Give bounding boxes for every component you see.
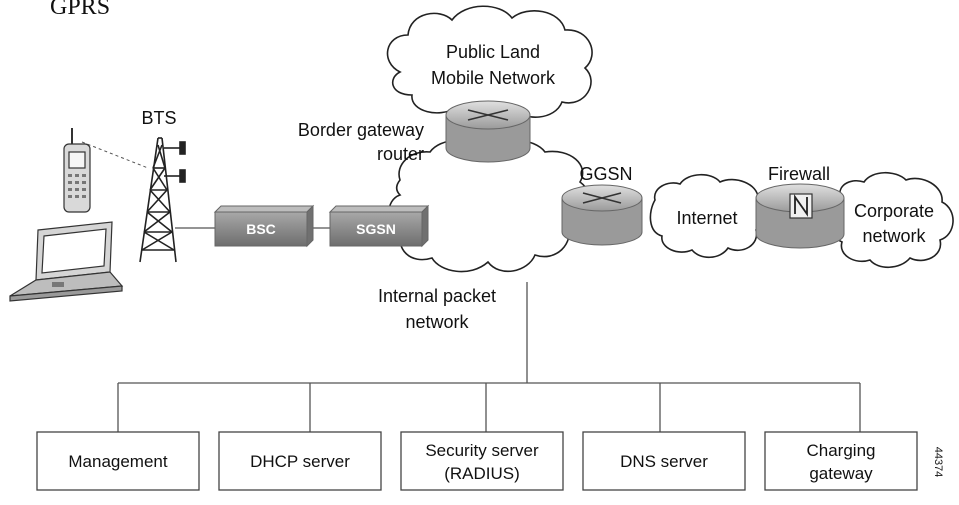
- laptop-icon: [9, 221, 124, 302]
- security-server-box: Security server (RADIUS): [400, 431, 564, 491]
- management-label: Management: [68, 452, 168, 471]
- bsc-label: BSC: [246, 221, 276, 237]
- corporate-label-line2: network: [862, 226, 926, 246]
- charging-gateway-label-line2: gateway: [809, 464, 873, 483]
- sgsn-label: SGSN: [356, 221, 396, 237]
- security-server-label-line1: Security server: [425, 441, 539, 460]
- charging-gateway-box: Charging gateway: [764, 431, 918, 491]
- bsc-device: BSC: [213, 204, 315, 248]
- dhcp-server-box: DHCP server: [218, 431, 382, 491]
- border-gateway-label-line1: Border gateway: [298, 120, 424, 140]
- internal-network-label-line1: Internal packet: [378, 286, 496, 306]
- firewall-icon: [755, 183, 845, 249]
- corporate-network-cloud: [830, 171, 954, 269]
- charging-gateway-label-line1: Charging: [807, 441, 876, 460]
- connection-lines: [117, 227, 861, 432]
- border-gateway-router-icon: [445, 100, 531, 163]
- dns-server-label: DNS server: [620, 452, 708, 471]
- plmn-label-line1: Public Land: [446, 42, 540, 62]
- corner-heading: GPRS: [50, 0, 110, 20]
- dhcp-server-label: DHCP server: [250, 452, 350, 471]
- dns-server-box: DNS server: [582, 431, 746, 491]
- plmn-label-line2: Mobile Network: [431, 68, 556, 88]
- plmn-cloud: [386, 5, 593, 121]
- management-box: Management: [36, 431, 200, 491]
- ggsn-router-icon: [561, 184, 643, 246]
- firewall-label: Firewall: [768, 164, 830, 184]
- corporate-label-line1: Corporate: [854, 201, 934, 221]
- bts-tower-icon: [139, 137, 186, 263]
- internet-label: Internet: [676, 208, 737, 228]
- mobile-phone-icon: [63, 128, 91, 213]
- sgsn-device: SGSN: [328, 204, 430, 248]
- internal-network-label-line2: network: [405, 312, 469, 332]
- figure-id: 44374: [932, 447, 944, 478]
- security-server-label-line2: (RADIUS): [444, 464, 520, 483]
- radio-link: [81, 141, 149, 169]
- border-gateway-label-line2: router: [377, 144, 424, 164]
- bts-label: BTS: [141, 108, 176, 128]
- ggsn-label: GGSN: [579, 164, 632, 184]
